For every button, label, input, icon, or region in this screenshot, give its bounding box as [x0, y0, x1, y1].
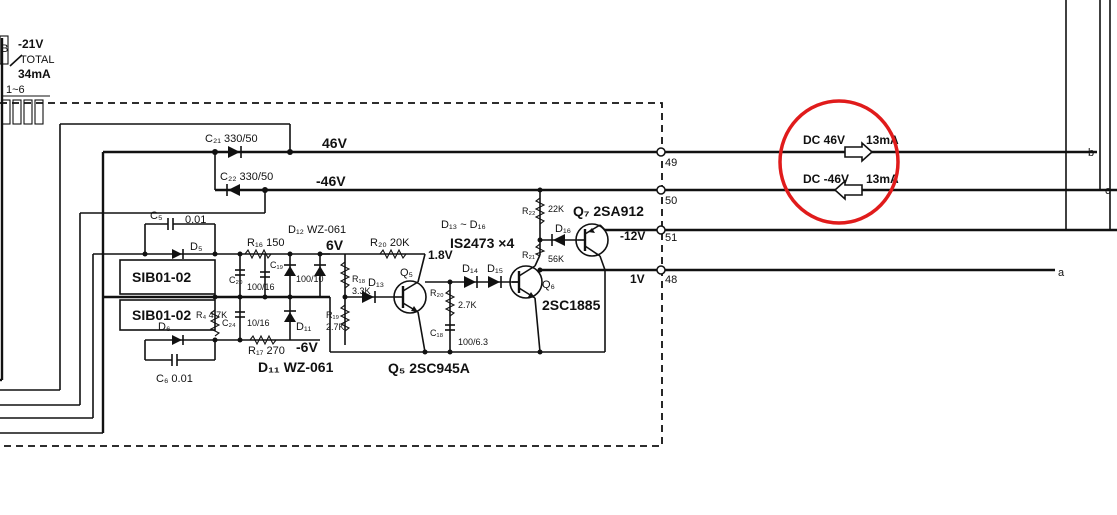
c19-label: C₁₉ [270, 260, 284, 270]
pin-49: 49 [665, 157, 677, 169]
r22-label: R₂₂ [522, 206, 536, 216]
r22-value: 22K [548, 204, 564, 214]
c18-value: 100/6.3 [458, 337, 488, 347]
pin-48: 48 [665, 274, 677, 286]
c21-label: C₂₁ 330/50 [205, 133, 258, 145]
d5-label: D₅ [190, 241, 202, 253]
q7-label: Q₇ 2SA912 [573, 203, 644, 219]
q5-label: Q₅ [400, 267, 413, 279]
r19-value: 2.7K [326, 322, 345, 332]
pin-50: 50 [665, 195, 677, 207]
dc-annotation: DC 46V 13mA DC -46V 13mA [803, 133, 899, 201]
dc-pos-current: 13mA [866, 133, 899, 147]
connector-b: b [1088, 147, 1094, 159]
rectifier-1 [119, 259, 216, 295]
capacitor-c21 [214, 146, 242, 190]
r19-label: R₁₉ [326, 310, 340, 320]
r16-label: R₁₆ 150 [247, 237, 285, 249]
vneg12-label: -12V [620, 229, 645, 243]
dc-neg-current: 13mA [866, 172, 899, 186]
rail-neg46v: C₂₂ 330/50 -46V [215, 171, 1117, 196]
transistor-q6 [509, 254, 543, 353]
resistor-bank [1, 95, 50, 125]
diode-part-label: IS2473 ×4 [450, 235, 514, 251]
c19-value: 100/10 [296, 274, 324, 284]
c24-label: C₂₄ [222, 318, 236, 328]
d15-label: D₁₅ [487, 263, 503, 275]
c5-value: 0.01 [185, 214, 206, 226]
q6-part-label: 2SC1885 [542, 297, 601, 313]
transistor-q7 [575, 223, 609, 352]
d13-label: D₁₃ [368, 277, 384, 289]
d12-top-label: D₁₂ WZ-061 [288, 224, 346, 236]
v1-label: 1V [630, 272, 645, 286]
d13-range-label: D₁₃ ~ D₁₆ [441, 219, 486, 231]
q5-part-label: Q₅ 2SC945A [388, 360, 470, 376]
dc-neg-label: DC -46V [803, 172, 849, 186]
supply-voltage: -21V [18, 37, 43, 51]
supply-current: 34mA [18, 67, 51, 81]
rectifier-section: C₅ 0.01 D₅ SIB01-02 SIB01-02 R₁₆ 150 D₁₂… [93, 187, 645, 385]
terminal-pins: 49 50 51 48 [656, 147, 677, 286]
r17-label: R₁₇ 270 [248, 345, 285, 357]
arrow-left-icon [833, 179, 863, 201]
d14-label: D₁₄ [462, 263, 479, 275]
rail-neg46v-label: -46V [316, 173, 346, 189]
rectifier-2-label: SIB01-02 [132, 307, 191, 323]
d11-label: D₁₁ [296, 321, 312, 333]
transistor-q5 [393, 253, 427, 353]
rectifier-1-label: SIB01-02 [132, 269, 191, 285]
supply-ref: B [1, 43, 8, 55]
c5-label: C₅ [150, 210, 162, 222]
c24-value: 10/16 [247, 318, 270, 328]
r20b-value: 2.7K [458, 300, 477, 310]
r18-value: 3.3K [352, 286, 371, 296]
c20-value: 100/16 [247, 282, 275, 292]
r20-label: R₂₀ 20K [370, 237, 410, 249]
supply-range: 1~6 [6, 84, 25, 96]
v6-label: 6V [326, 237, 344, 253]
d6-label: D₆ [158, 321, 170, 333]
r18-label: R₁₈ [352, 274, 366, 284]
r21-label: R₂₁ [522, 250, 535, 260]
d16-label: D₁₆ [555, 223, 571, 235]
r20b-label: R₂₀ [430, 288, 444, 298]
highlight-circle [778, 99, 900, 225]
connector-a: a [1058, 267, 1065, 279]
dc-pos-label: DC 46V [803, 133, 845, 147]
r4-label: R₄ 4.7K [196, 310, 227, 320]
q6-label: Q₆ [542, 279, 555, 291]
rail-46v: C₂₁ 330/50 46V [103, 133, 1097, 190]
c18-label: C₁₈ [430, 328, 444, 338]
c22-label: C₂₂ 330/50 [220, 171, 273, 183]
d11-part-label: D₁₁ WZ-061 [258, 359, 334, 375]
arrow-right-icon [844, 141, 874, 163]
vneg6-label: -6V [296, 339, 318, 355]
c6-label: C₆ 0.01 [156, 373, 193, 385]
supply-total: TOTAL [20, 54, 54, 66]
pin-51: 51 [665, 232, 677, 244]
c20-label: C₂₀ [229, 275, 243, 285]
v18-label: 1.8V [428, 248, 453, 262]
r21-value: 56K [548, 254, 564, 264]
connector-c: c [1105, 185, 1111, 197]
left-supply-section: B -21V TOTAL 34mA 1~6 [0, 35, 663, 447]
module-border [0, 102, 663, 447]
rail-46v-label: 46V [322, 135, 348, 151]
